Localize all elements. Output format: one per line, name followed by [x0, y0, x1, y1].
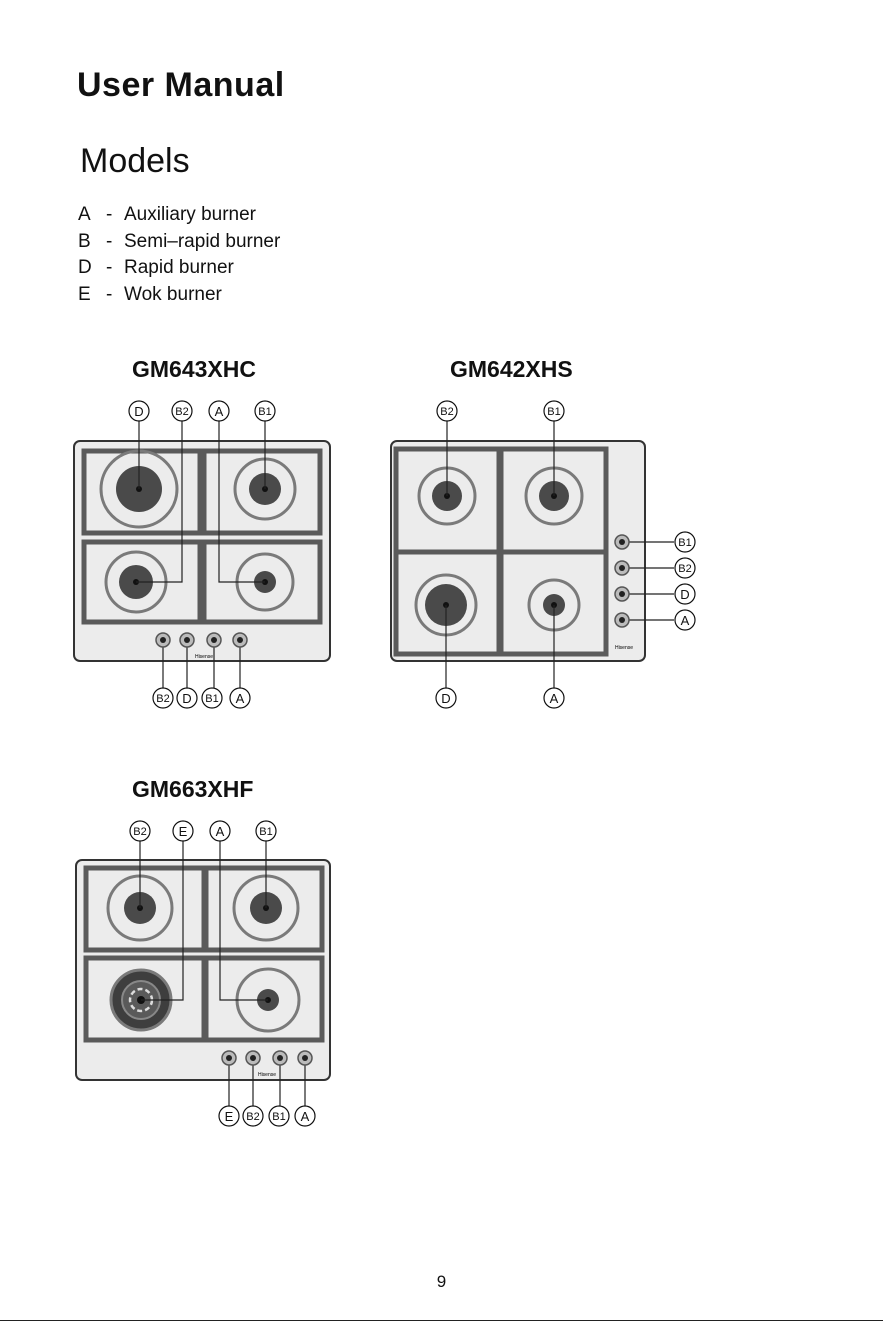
- callout-label: B1: [272, 1111, 285, 1123]
- callout-label: E: [225, 1109, 234, 1124]
- brand-logo: Hisense: [258, 1072, 276, 1078]
- callout-label: A: [301, 1109, 310, 1124]
- page-number: 9: [0, 1272, 883, 1292]
- page-bottom-rule: [0, 1320, 883, 1321]
- callout-label: B2: [133, 826, 146, 838]
- callout-label: A: [216, 824, 225, 839]
- callout-label: B1: [259, 826, 272, 838]
- callout-label: E: [179, 824, 188, 839]
- callout-label: B2: [246, 1111, 259, 1123]
